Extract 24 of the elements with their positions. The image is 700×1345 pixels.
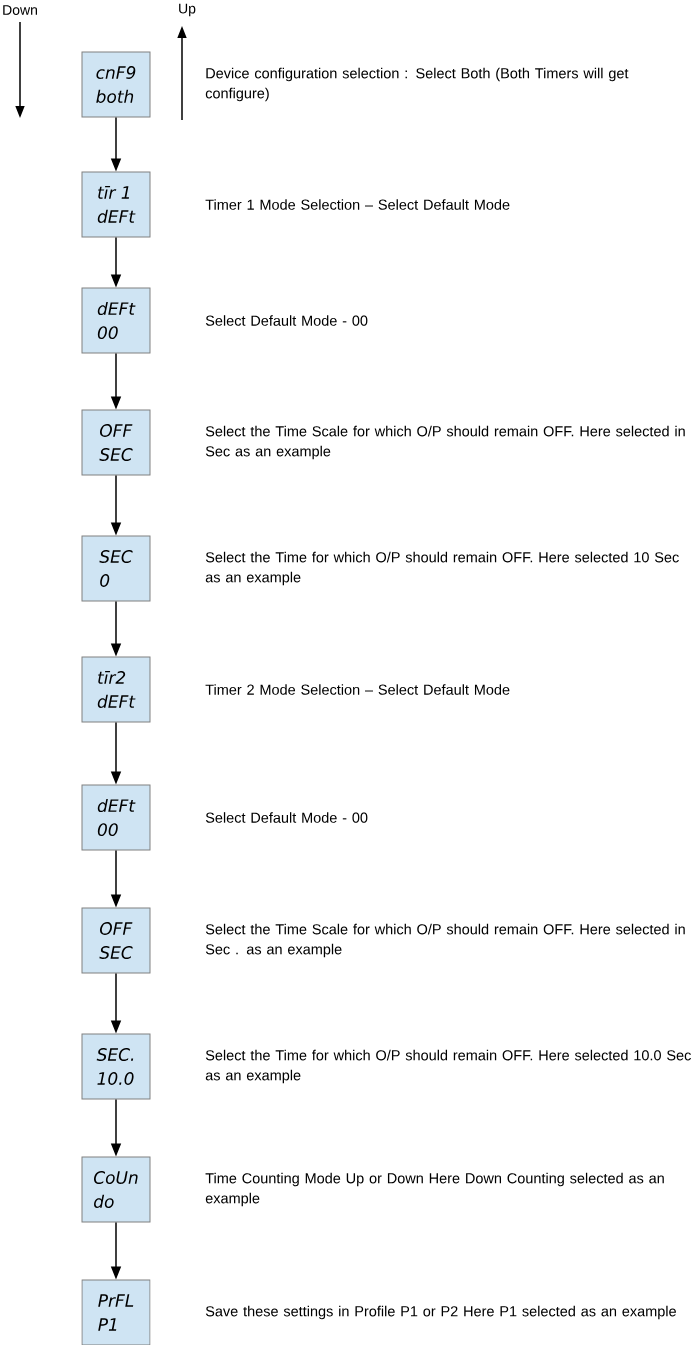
lcd-display: dEFt 00 bbox=[81, 784, 151, 851]
direction-label: Up bbox=[179, 3, 196, 17]
lcd-display: CoUn do bbox=[81, 1156, 151, 1223]
description-text: Select the Time for which O/P should remain OFF. Here selected 10 Sec as an example bbox=[205, 551, 679, 586]
description-text: Select Default Mode - 00 bbox=[205, 812, 368, 823]
description-text: Timer 2 Mode Selection – Select Default Mode bbox=[205, 684, 510, 695]
description-text: Select the Time Scale for which O/P should remain OFF. Here selected in Sec . as an example bbox=[205, 923, 685, 958]
lcd-display: tīr 1 dEFt bbox=[81, 171, 151, 238]
lcd-display: OFF SEC bbox=[81, 907, 151, 974]
description-text: Select the Time for which O/P should remain OFF. Here selected 10.0 Sec as an example bbox=[205, 1049, 691, 1084]
lcd-display: dEFt 00 bbox=[81, 287, 151, 354]
direction-label: Down bbox=[3, 5, 37, 15]
lcd-display: SEC 0 bbox=[81, 535, 151, 602]
lcd-display: PrFL P1 bbox=[81, 1279, 151, 1345]
description-text: Timer 1 Mode Selection – Select Default Mode bbox=[205, 199, 510, 210]
description-text: Device configuration selection : Select Both (Both Timers will get configure) bbox=[205, 67, 629, 102]
lcd-display: tīr2 dEFt bbox=[81, 656, 151, 723]
lcd-display: cnF9 both bbox=[81, 51, 151, 118]
description-text: Time Counting Mode Up or Down Here Down Counting selected as an example bbox=[205, 1172, 664, 1207]
lcd-display: OFF SEC bbox=[81, 409, 151, 476]
description-text: Select Default Mode - 00 bbox=[205, 315, 368, 326]
description-text: Save these settings in Profile P1 or P2 Here P1 selected as an example bbox=[205, 1305, 676, 1320]
description-text: Select the Time Scale for which O/P should remain OFF. Here selected in Sec as an example bbox=[205, 425, 685, 460]
lcd-display: SEC. 10.0 bbox=[81, 1033, 151, 1100]
